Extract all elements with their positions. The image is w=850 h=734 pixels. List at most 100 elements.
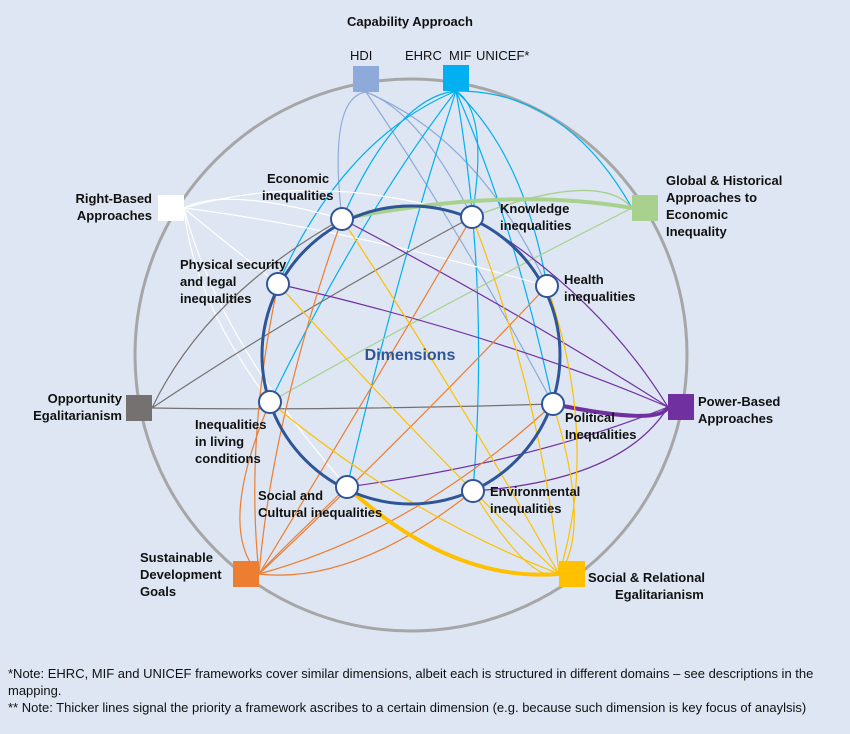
link-soc-env: [472, 490, 560, 576]
link-ehrc-econ: [341, 90, 457, 220]
link-soc-econ: [341, 218, 560, 575]
sdg-square: [233, 561, 259, 587]
sdg-label: Sustainable Development Goals: [140, 549, 240, 600]
rights-square: [158, 195, 184, 221]
footnote-2: ** Note: Thicker lines signal the priori…: [8, 700, 807, 715]
hdi-square: [353, 66, 379, 92]
connection-lines: [151, 90, 670, 577]
node-physical: [266, 272, 290, 296]
knowledge-label-line2: inequalities: [500, 218, 572, 233]
capability-title: Capability Approach: [347, 14, 473, 29]
power-label-line1: Power-Based: [698, 394, 781, 409]
node-social-cultural: [335, 475, 359, 499]
environmental-label-line2: inequalities: [490, 501, 562, 516]
environmental-label: Environmental inequalities: [490, 483, 580, 517]
health-label-line2: inequalities: [564, 289, 636, 304]
link-rights-sc: [183, 207, 348, 488]
link-power-sc: [346, 406, 669, 488]
social-rel-label: Social & Relational Egalitarianism: [588, 569, 728, 603]
outer-ring: [133, 77, 689, 633]
link-rights-econ: [183, 198, 343, 220]
ehrc-mif-unicef-square: [443, 65, 469, 91]
node-environmental: [461, 479, 485, 503]
link-soc-phys: [277, 283, 560, 575]
link-ehrc-env: [455, 90, 480, 492]
global-square: [632, 195, 658, 221]
living-label-line2: in living: [195, 434, 245, 449]
economic-label: Economic inequalities: [262, 170, 334, 204]
political-label-line2: Inequalities: [565, 427, 637, 442]
rights-label-line1: Right-Based: [75, 191, 152, 206]
sdg-label-line2: Development: [140, 567, 222, 582]
economic-label-line1: Economic: [267, 171, 330, 186]
link-global-liv: [269, 207, 633, 403]
economic-label-line2: inequalities: [262, 188, 334, 203]
global-label: Global & Historical Approaches to Econom…: [666, 172, 816, 240]
unicef-label: UNICEF*: [476, 48, 530, 63]
political-label: Political Inequalities: [565, 409, 637, 443]
link-opp-know: [151, 216, 473, 409]
social-rel-label-line1: Social & Relational: [588, 570, 706, 585]
opportunity-label-line1: Opportunity: [47, 391, 122, 406]
link-sdg-econ: [258, 218, 343, 575]
link-sdg-heal: [258, 285, 548, 575]
political-label-line1: Political: [565, 410, 615, 425]
node-health: [535, 274, 559, 298]
global-label-line2: Approaches to: [666, 190, 758, 205]
ehrc-mif-label: EHRC MIF: [405, 48, 472, 63]
link-opp-pol: [151, 403, 554, 410]
global-label-line3: Economic: [666, 207, 729, 222]
rights-label: Right-Based Approaches: [40, 190, 152, 224]
opportunity-label: Opportunity Egalitarianism: [10, 390, 122, 424]
dimension-ring: [260, 204, 562, 506]
link-soc-liv: [269, 401, 560, 575]
link-hdi-econ: [337, 91, 367, 220]
social-rel-label-line2: Egalitarianism: [615, 587, 704, 602]
opportunity-label-line2: Egalitarianism: [33, 408, 122, 423]
node-economic: [330, 207, 354, 231]
health-label-line1: Health: [564, 272, 604, 287]
power-label: Power-Based Approaches: [698, 393, 798, 427]
node-living: [258, 390, 282, 414]
living-label: Inequalities in living conditions: [195, 416, 267, 467]
link-soc-sc: [345, 485, 560, 577]
social-cultural-label-line2: Cultural inequalities: [258, 505, 383, 520]
link-sdg-pol: [258, 403, 554, 575]
dimension-nodes: [258, 205, 565, 503]
living-label-line1: Inequalities: [195, 417, 267, 432]
social-rel-square: [559, 561, 585, 587]
global-label-line1: Global & Historical: [666, 173, 783, 188]
living-label-line3: conditions: [195, 451, 261, 466]
node-knowledge: [460, 205, 484, 229]
footnote-1: *Note: EHRC, MIF and UNICEF frameworks c…: [8, 666, 814, 698]
link-ehrc-global: [455, 90, 633, 209]
link-opp-econ: [151, 218, 343, 409]
link-soc-heal: [546, 285, 578, 575]
power-square: [668, 394, 694, 420]
link-power-phys: [277, 283, 669, 408]
dimensions-title: Dimensions: [364, 347, 456, 364]
physical-label: Physical security and legal inequalities: [180, 256, 286, 307]
link-power-know: [471, 216, 669, 408]
link-ehrc-liv: [269, 90, 457, 403]
footnotes: *Note: EHRC, MIF and UNICEF frameworks c…: [8, 665, 846, 716]
physical-label-line3: inequalities: [180, 291, 252, 306]
social-cultural-label-line1: Social and: [258, 488, 324, 503]
link-global-know: [471, 189, 633, 218]
health-label: Health inequalities: [564, 271, 636, 305]
physical-label-line1: Physical security: [180, 257, 287, 272]
link-soc-know: [471, 216, 560, 575]
link-sdg-phys: [254, 283, 279, 575]
link-power-econ: [341, 218, 669, 408]
link-sdg-env: [258, 490, 474, 576]
link-hdi-heal: [365, 91, 548, 287]
link-sdg-know: [258, 216, 473, 575]
sdg-label-line3: Goals: [140, 584, 177, 599]
opportunity-square: [126, 395, 152, 421]
environmental-label-line1: Environmental: [490, 484, 581, 499]
knowledge-label-line1: Knowledge: [500, 201, 570, 216]
knowledge-label: Knowledge inequalities: [500, 200, 572, 234]
link-ehrc-sc: [346, 90, 457, 488]
power-label-line2: Approaches: [698, 411, 774, 426]
